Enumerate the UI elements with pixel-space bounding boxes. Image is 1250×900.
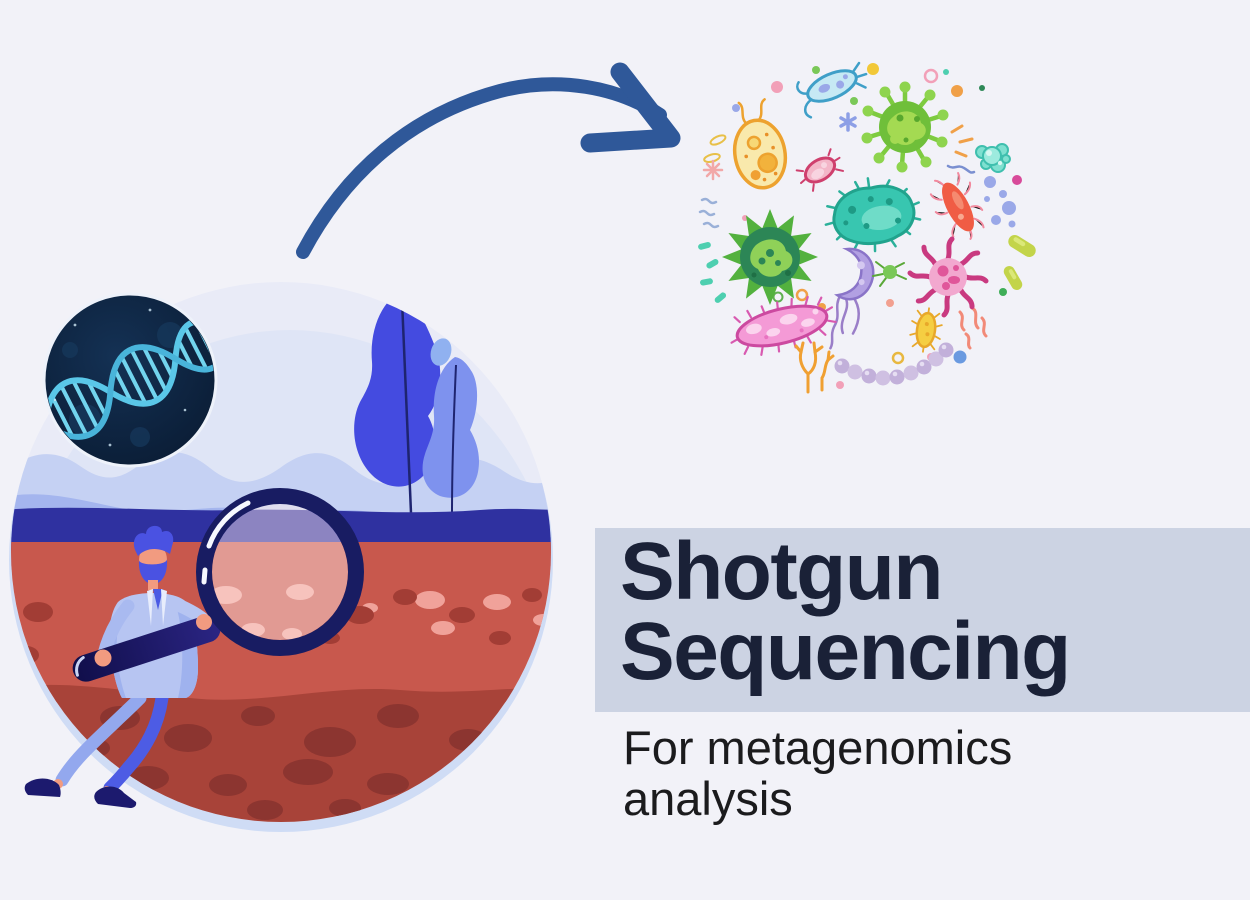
starburst-icon (702, 159, 724, 181)
scientist-leg-front (103, 691, 169, 795)
yellow-hairy-microbe (909, 307, 943, 353)
pink-sun-microbe (907, 236, 989, 318)
magnifying-glass-icon (72, 488, 364, 682)
scientist-figure (24, 525, 212, 808)
orange-dashes (950, 124, 974, 158)
scientist-hand-left (94, 649, 112, 667)
scientist-shirt (153, 589, 163, 610)
scientist-hand-right (196, 614, 212, 630)
teal-bubble-cluster (975, 143, 1011, 173)
tree-blob (430, 338, 452, 366)
yellow-green-capsules (999, 234, 1036, 296)
cocci-chain (834, 342, 954, 386)
subtitle-line2: analysis (623, 772, 793, 825)
tree-light (422, 357, 480, 514)
scientist-beard (138, 559, 168, 584)
scientist-hair (133, 525, 174, 556)
subtitle: For metagenomics analysis (623, 722, 1012, 824)
dna-photo-badge (42, 292, 218, 468)
scientist-shoe-left (24, 778, 61, 797)
pink-mini-rod-bacterium (795, 148, 845, 192)
page-title-line1: Shotgun (620, 526, 943, 617)
red-rod-bacterium (929, 172, 985, 240)
tree-bright (354, 292, 441, 514)
curved-arrow-icon (296, 62, 681, 259)
scientist-shoe-right (94, 786, 137, 808)
spiky-green-virus (722, 209, 818, 305)
large-pink-rod-bacterium (730, 295, 837, 356)
microbes-cluster-illustration (698, 61, 1036, 394)
microbe-specks (698, 63, 1022, 389)
magnifier-handle (72, 615, 221, 682)
page-title: Shotgun Sequencing (620, 526, 1071, 697)
blue-asterisk-microbe (839, 112, 857, 132)
salmon-squiggles (958, 306, 988, 350)
purple-crescent-bacterium (829, 247, 875, 350)
magnifier-lens (212, 504, 348, 640)
page-title-line2: Sequencing (620, 606, 1071, 697)
blue-rod-bacterium (796, 61, 868, 119)
green-spider-microbe (872, 261, 907, 287)
title-band (595, 528, 1250, 712)
green-virus (861, 81, 949, 173)
subtitle-line1: For metagenomics (623, 721, 1013, 774)
teal-dashes (698, 241, 727, 303)
teal-amoeba (824, 177, 922, 253)
scientist-leg-back (55, 691, 147, 787)
orange-coral (794, 341, 835, 394)
yellow-cell-microbe (732, 98, 788, 190)
soil-sample-illustration (9, 282, 553, 832)
